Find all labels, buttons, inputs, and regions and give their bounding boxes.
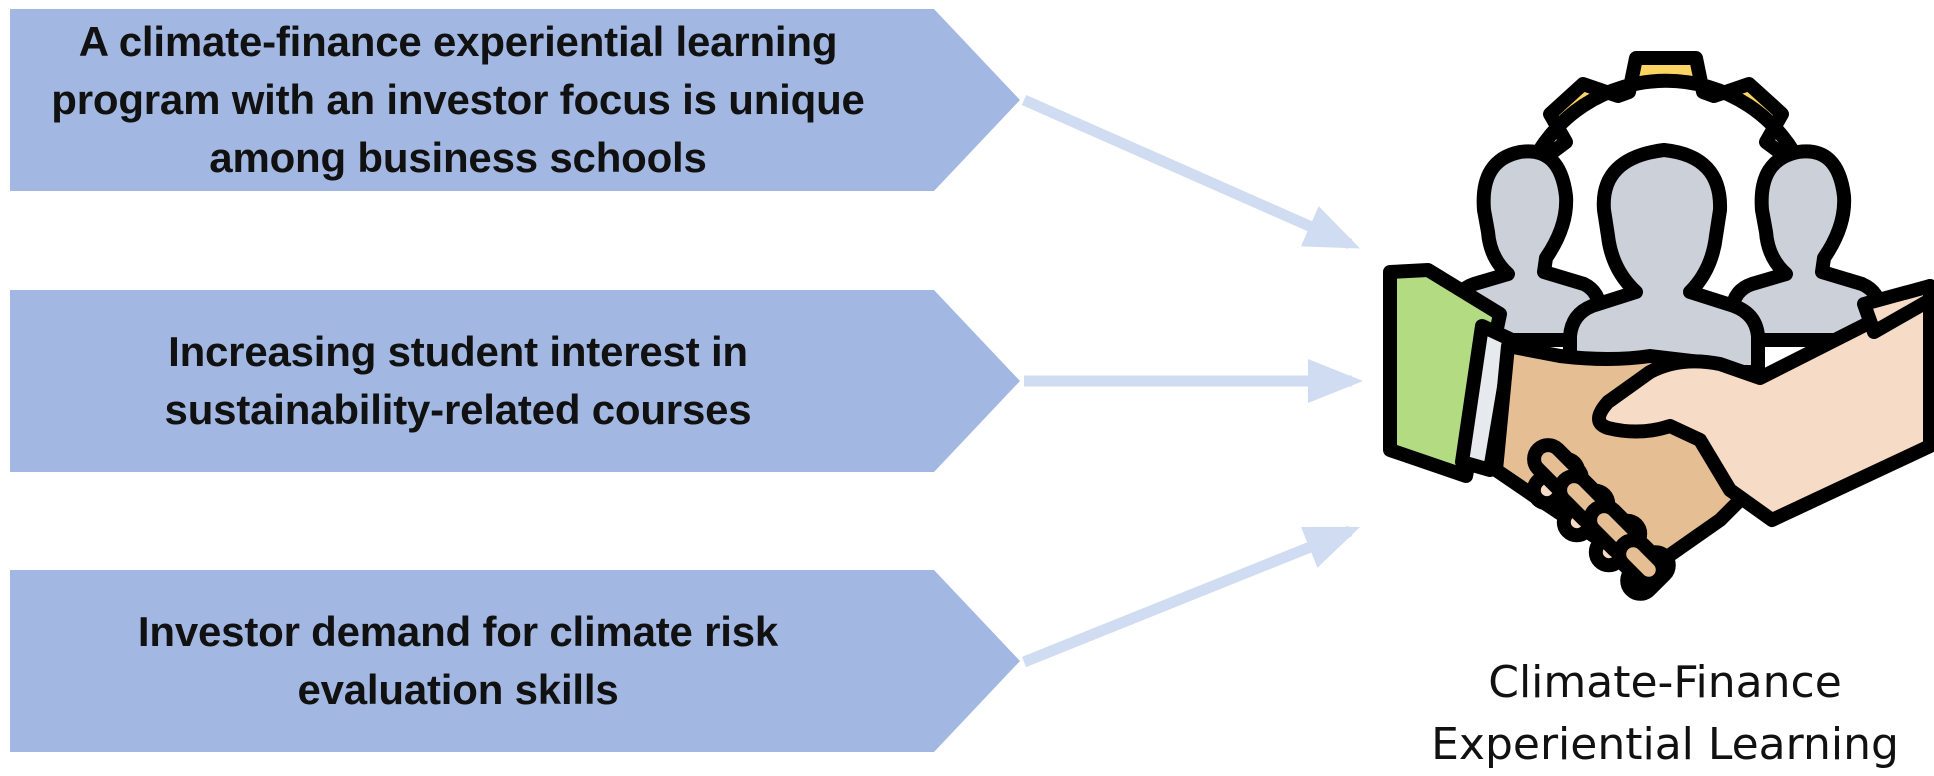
driver-1-line-3: among business schools — [209, 134, 707, 181]
driver-chevron-3: Investor demand for climate risk evaluat… — [10, 570, 1020, 752]
driver-text-1: A climate-finance experiential learning … — [10, 13, 906, 187]
driver-chevron-1: A climate-finance experiential learning … — [10, 9, 1020, 191]
driver-2-line-2: sustainability-related courses — [164, 386, 752, 433]
driver-text-2: Increasing student interest in sustainab… — [10, 323, 906, 439]
driver-1-line-2: program with an investor focus is unique — [51, 76, 865, 123]
sleeve-icon — [1383, 263, 1519, 483]
handshake-team-gear-icon — [1370, 40, 1934, 630]
driver-3-line-1: Investor demand for climate risk — [137, 608, 779, 655]
arrow-1 — [1021, 94, 1361, 250]
outcome-label: Climate-Finance Experiential Learning — [1400, 652, 1930, 776]
driver-2-line-1: Increasing student interest in — [168, 328, 748, 375]
driver-1-line-1: A climate-finance experiential learning — [78, 18, 838, 65]
driver-text-3: Investor demand for climate risk evaluat… — [10, 603, 906, 719]
arrow-3 — [1021, 525, 1361, 668]
driver-3-line-2: evaluation skills — [297, 666, 619, 713]
driver-chevron-2: Increasing student interest in sustainab… — [10, 290, 1020, 472]
fingers-icon — [1526, 438, 1676, 601]
outcome-label-line-1: Climate-Finance — [1488, 657, 1842, 708]
right-hand-icon — [1592, 279, 1934, 527]
outcome-label-line-2: Experiential Learning — [1431, 719, 1899, 770]
people-icon — [1447, 143, 1887, 379]
